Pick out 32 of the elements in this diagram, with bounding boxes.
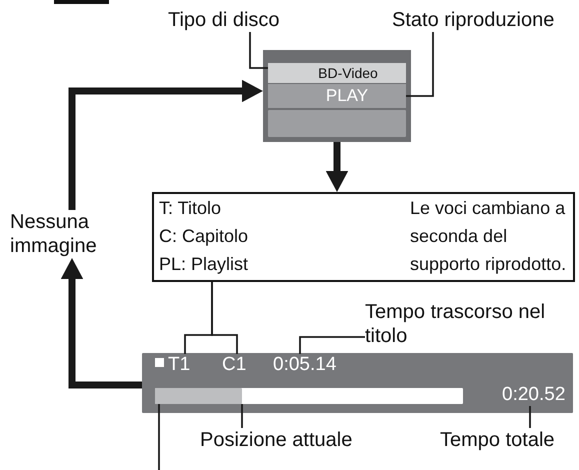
progress-fill <box>155 388 242 404</box>
disc-type-label: Tipo di disco <box>168 8 280 32</box>
playback-status-label: Stato riproduzione <box>392 8 554 32</box>
status-bar <box>142 353 573 413</box>
leader-line <box>529 406 531 428</box>
no-image-label: Nessuna immagine <box>10 210 105 258</box>
leader-line <box>241 404 243 428</box>
info-panel <box>263 50 411 142</box>
current-position-label: Posizione attuale <box>200 428 352 452</box>
leader-line <box>406 32 434 97</box>
abbreviation-text: PL: Playlist <box>159 253 248 276</box>
play-status-row: PLAY <box>268 84 406 108</box>
arrow <box>326 142 348 192</box>
elapsed-time-label: Tempo trascorso nel titolo <box>365 300 555 348</box>
progress-track <box>155 388 463 404</box>
abbreviation-text: T: Titolo <box>159 197 222 220</box>
disc-type-row: BD-Video <box>268 63 406 83</box>
empty-row <box>268 110 406 137</box>
leader-line <box>211 282 238 354</box>
elapsed-time: 0:05.14 <box>273 354 336 376</box>
total-time: 0:20.52 <box>502 384 566 406</box>
leader-line <box>299 336 365 354</box>
leader-line <box>249 32 268 69</box>
arrow <box>68 80 263 210</box>
abbreviation-text: C: Capitolo <box>159 225 248 248</box>
info-box <box>152 192 575 282</box>
title-number: T1 <box>168 354 190 376</box>
chapter-number: C1 <box>222 354 246 376</box>
total-time-label: Tempo totale <box>440 428 555 452</box>
leader-line <box>158 404 160 470</box>
note-text: Le voci cambiano a seconda del supporto riprodotto. <box>410 197 568 276</box>
arrow <box>60 258 142 388</box>
